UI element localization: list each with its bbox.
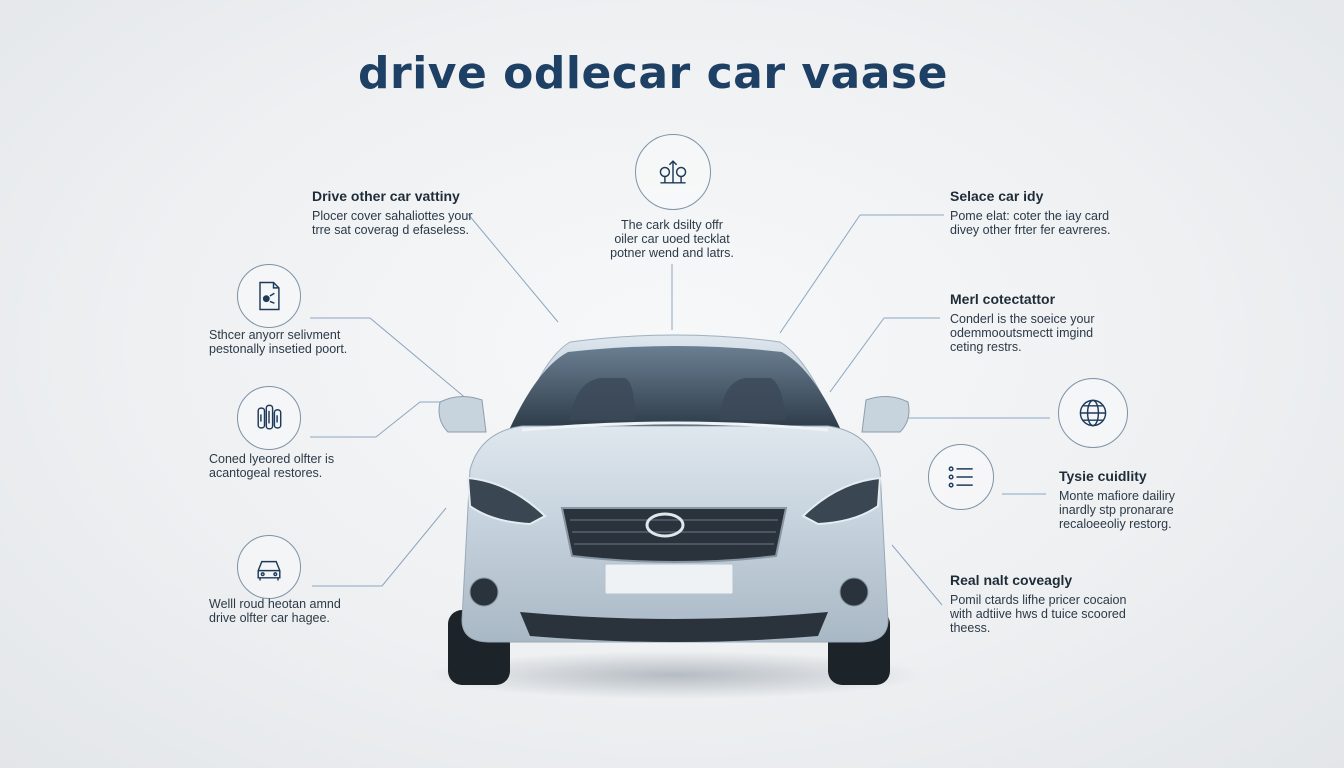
text-line: odemmooutsmectt imgind — [950, 326, 1094, 340]
windshield — [510, 346, 840, 428]
fog-light-left — [469, 577, 499, 607]
left-block-3: Coned lyeored olfter is acantogeal resto… — [209, 452, 389, 480]
connector-line — [829, 317, 885, 393]
license-plate — [604, 563, 734, 595]
text-line: Plocer cover sahaliottes your — [312, 209, 473, 223]
block-heading: Merl cotectattor — [950, 291, 1056, 307]
right-block-1: Selace car idy Pome elat: coter the iay … — [950, 189, 1150, 237]
seat-left — [570, 378, 635, 420]
connector-line — [467, 213, 559, 323]
fog-light-right — [839, 577, 869, 607]
connector-line — [891, 544, 943, 606]
mirror-left — [438, 396, 487, 433]
connector-line — [369, 317, 469, 401]
text-line: Sthcer anyorr selivment — [209, 328, 341, 342]
text-line: inardly stp pronarare — [1059, 503, 1174, 517]
text-line: trre sat coverag d efaseless. — [312, 223, 470, 237]
headlight-left — [466, 476, 547, 526]
connector-line — [779, 214, 861, 334]
balance-person-icon — [635, 134, 711, 210]
text-line: theess. — [950, 621, 991, 635]
mirror-right — [861, 396, 910, 433]
car-illustration — [430, 334, 920, 699]
text-line: pestonally insetied poort. — [209, 342, 348, 356]
text-line: Coned lyeored olfter is — [209, 452, 335, 466]
left-block-4: Welll roud heotan amnd drive olfter car … — [209, 597, 389, 625]
text-line: drive olfter car hagee. — [209, 611, 330, 625]
car-front-icon — [237, 535, 301, 599]
fuel-gauge-icon — [237, 386, 301, 450]
car-shadow — [430, 651, 920, 699]
right-block-2: Merl cotectattor Conderl is the soeice y… — [950, 292, 1150, 354]
text-line: Welll roud heotan amnd — [209, 597, 341, 611]
text-line: oiler car uoed tecklat — [614, 232, 730, 246]
document-icon — [237, 264, 301, 328]
seat-right — [720, 378, 786, 420]
block-heading: Tysie cuidlity — [1059, 468, 1147, 484]
text-line: with adtiive hws d tuice scoored — [950, 607, 1126, 621]
left-block-2: Sthcer anyorr selivment pestonally inset… — [209, 328, 389, 356]
headlight-right — [801, 476, 882, 526]
brand-logo — [645, 512, 685, 538]
text-line: acantogeal restores. — [209, 466, 323, 480]
connector-line — [375, 401, 421, 438]
right-block-3: Tysie cuidlity Monte mafiore dailiry ina… — [1059, 469, 1239, 531]
text-line: recaloeeoliy restorg. — [1059, 517, 1172, 531]
block-heading: Selace car idy — [950, 188, 1044, 204]
text-line: ceting restrs. — [950, 340, 1022, 354]
block-heading: Real nalt coveagly — [950, 572, 1073, 588]
left-block-1: Drive other car vattiny Plocer cover sah… — [312, 189, 512, 237]
text-line: Pomil ctards lifhe pricer cocaion — [950, 593, 1127, 607]
checklist-icon — [928, 444, 994, 510]
lower-intake — [520, 612, 828, 642]
connector-line — [381, 507, 447, 587]
text-line: The cark dsilty offr — [621, 218, 723, 232]
text-line: Monte mafiore dailiry — [1059, 489, 1176, 503]
text-line: divey other frter fer eavreres. — [950, 223, 1111, 237]
text-line: potner wend and latrs. — [610, 246, 734, 260]
text-line: Pome elat: coter the iay card — [950, 209, 1110, 223]
page-title: drive odlecar car vaase — [358, 48, 948, 99]
globe-icon — [1058, 378, 1128, 448]
block-heading: Drive other car vattiny — [312, 188, 460, 204]
right-block-4: Real nalt coveagly Pomil ctards lifhe pr… — [950, 573, 1170, 635]
top-center-text: The cark dsilty offr oiler car uoed teck… — [592, 218, 752, 260]
text-line: Conderl is the soeice your — [950, 312, 1095, 326]
